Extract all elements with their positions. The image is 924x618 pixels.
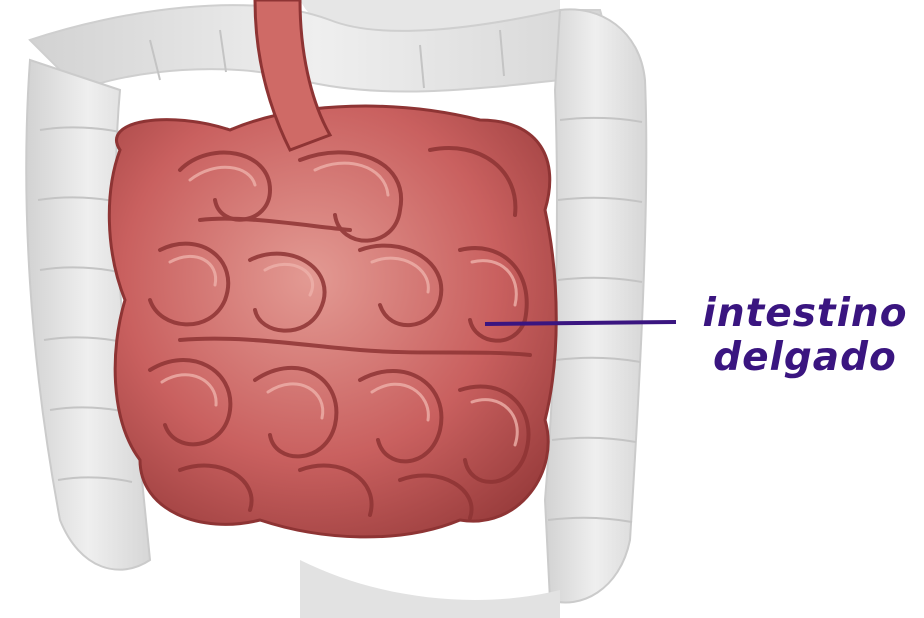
colon-sigmoid (300, 560, 560, 618)
label-leader-line (485, 322, 676, 324)
label-line-1: intestino (690, 292, 920, 336)
colon-descending (545, 9, 646, 602)
label-line-2: delgado (690, 336, 920, 380)
organ-label: intestino delgado (690, 292, 920, 380)
colon-transverse (30, 5, 603, 91)
